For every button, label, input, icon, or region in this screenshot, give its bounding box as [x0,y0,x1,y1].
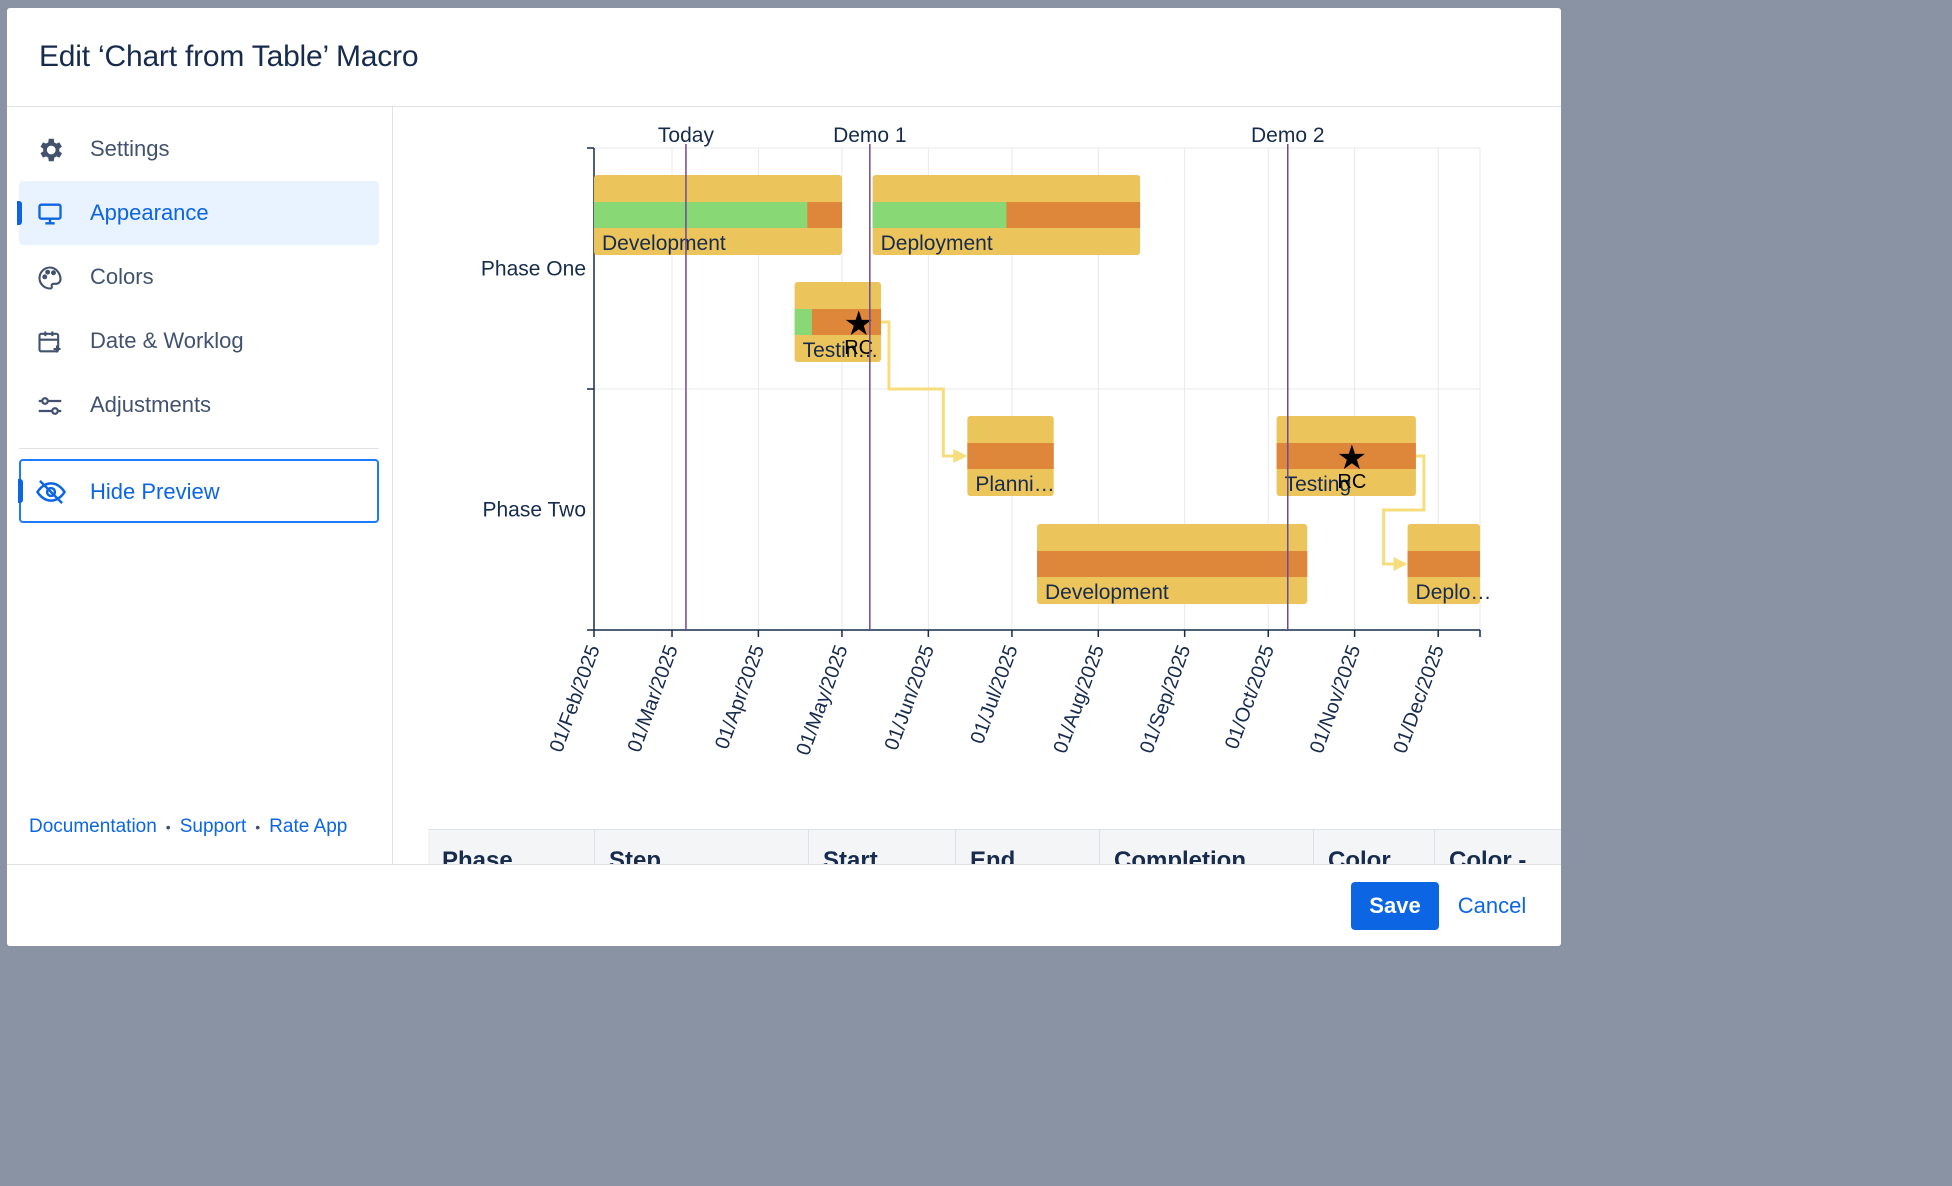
task-label: Deployment [881,232,993,255]
task-bar: Deployment [872,175,1141,255]
task-progress-remaining [1407,551,1480,577]
task-progress-remaining [1037,551,1308,577]
column-header-color-2[interactable]: Color - [1435,830,1561,864]
rate-app-link[interactable]: Rate App [269,816,348,837]
marker-label: Demo 1 [833,124,907,147]
sidebar-item-label: Adjustments [90,392,212,417]
sidebar-item-label: Date & Worklog [90,328,244,353]
sidebar-item-settings[interactable]: Settings [19,117,379,181]
task-progress-done [872,202,1007,228]
x-tick-label: 01/Apr/2025 [711,642,769,752]
x-tick-label: 01/Oct/2025 [1221,642,1279,752]
x-tick-label: 01/Aug/2025 [1050,642,1109,756]
task-label: Development [1045,581,1169,604]
x-tick-label: 01/Nov/2025 [1306,642,1365,756]
task-bar: Planni… [967,416,1055,496]
sidebar: Settings Appearance Colors Date & Worklo… [7,107,393,864]
x-tick-label: 01/Sep/2025 [1136,642,1195,756]
link-separator: • [165,819,171,835]
column-header-completion[interactable]: Completion [1100,830,1314,864]
sidebar-item-label: Appearance [90,200,209,225]
dialog-title: Edit ‘Chart from Table’ Macro [39,40,419,73]
column-header-step[interactable]: Step [595,830,809,864]
eye-slash-icon [35,477,67,507]
save-button[interactable]: Save [1351,882,1439,930]
x-tick-label: 01/Jun/2025 [881,642,939,753]
milestone-star-icon: ★ [1337,439,1367,477]
task-progress-done [794,309,812,335]
sidebar-item-colors[interactable]: Colors [19,245,379,309]
gear-icon [35,135,65,165]
task-progress-remaining [967,443,1054,469]
milestone-label: RC [1337,471,1366,493]
data-table-header: Phase Step Start End Completion Color Co… [428,829,1561,864]
sidebar-item-adjustments[interactable]: Adjustments [19,373,379,437]
sidebar-divider [19,448,379,449]
sidebar-item-label: Colors [90,264,154,289]
dependency-line [880,320,956,458]
milestone-label: RC [844,337,873,359]
documentation-link[interactable]: Documentation [29,816,157,837]
hide-preview-label: Hide Preview [90,479,220,504]
dependency-arrowhead [953,449,968,463]
task-bar: Testin…★RC [794,282,881,362]
milestone-star-icon: ★ [843,305,873,343]
category-label: Phase Two [482,499,586,522]
task-label: Testin… [803,339,879,362]
dependency-arrowhead [1393,557,1408,571]
task-label: Planni… [975,473,1054,496]
dialog-footer: Save Cancel [7,864,1561,946]
sliders-icon [35,391,65,421]
sidebar-item-date-worklog[interactable]: Date & Worklog [19,309,379,373]
task-bar: Development [594,175,842,255]
cancel-button[interactable]: Cancel [1447,882,1537,930]
macro-dialog: Edit ‘Chart from Table’ Macro Settings A… [7,8,1561,946]
marker-label: Today [658,124,715,147]
dialog-header: Edit ‘Chart from Table’ Macro [7,8,1561,107]
task-progress-done [594,202,808,228]
task-progress-remaining [1006,202,1141,228]
task-progress-remaining [807,202,842,228]
column-header-start[interactable]: Start [809,830,956,864]
monitor-icon [35,199,65,229]
link-separator: • [255,819,261,835]
column-header-phase[interactable]: Phase [428,830,595,864]
task-label: Development [602,232,726,255]
x-tick-label: 01/Feb/2025 [546,642,605,755]
palette-icon [35,263,65,293]
task-label: Testing [1285,473,1352,496]
x-tick-label: 01/Mar/2025 [624,642,683,755]
x-tick-label: 01/Dec/2025 [1389,642,1448,756]
task-bar: Deplo… [1407,524,1492,604]
category-label: Phase One [481,258,586,281]
support-link[interactable]: Support [179,816,247,837]
dependency-line [1382,454,1426,566]
task-label: Deplo… [1416,581,1492,604]
task-progress-remaining [1276,443,1416,469]
sidebar-item-appearance[interactable]: Appearance [17,181,379,245]
hide-preview-button[interactable]: Hide Preview [18,459,379,523]
x-tick-label: 01/May/2025 [792,642,852,758]
sidebar-links: Documentation • Support • Rate App [29,816,347,838]
sidebar-item-label: Settings [90,136,170,161]
column-header-end[interactable]: End [956,830,1100,864]
task-bar: Testing★RC [1276,416,1416,496]
marker-label: Demo 2 [1251,124,1325,147]
x-tick-label: 01/Jul/2025 [967,642,1023,747]
column-header-color[interactable]: Color [1314,830,1435,864]
task-bar: Development [1037,524,1308,604]
calendar-plus-icon [35,327,65,357]
